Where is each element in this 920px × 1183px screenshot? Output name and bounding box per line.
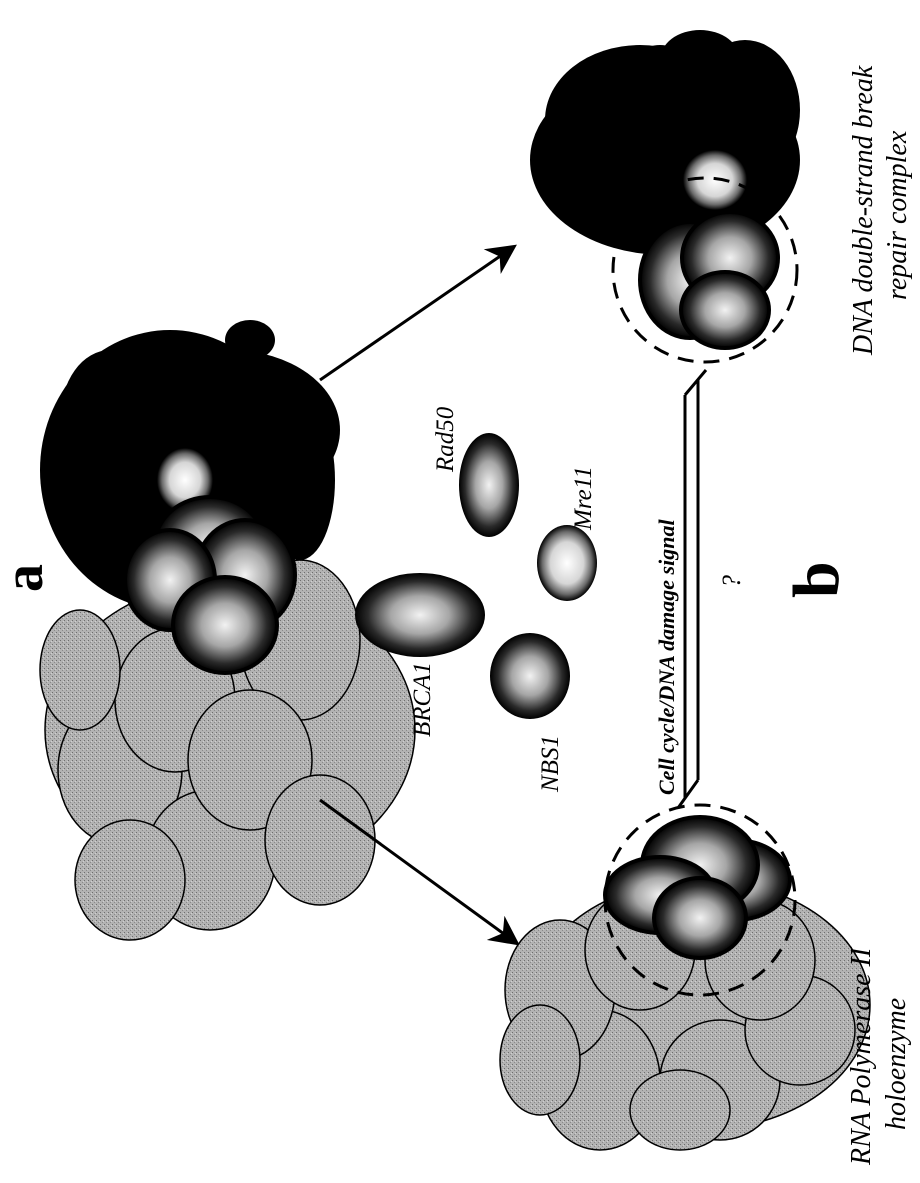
label-dsb-line2: repair complex — [882, 130, 913, 300]
repair-complex — [530, 30, 800, 362]
label-rna-pol-line1: RNA Polymerase II — [846, 946, 877, 1166]
label-rad50: Rad50 — [432, 406, 459, 473]
label-brca1: BRCA1 — [409, 662, 436, 737]
label-rna-pol-line2: holoenzyme — [881, 998, 912, 1130]
equilibrium-arrows — [678, 370, 706, 808]
label-question: ? — [717, 575, 746, 588]
nbs1-subunit — [490, 633, 570, 719]
rad50-subunit — [459, 433, 519, 537]
panel-label-b: b — [780, 561, 853, 598]
mre11-subunit — [537, 525, 597, 601]
arrow-to-repair-complex — [320, 248, 512, 380]
label-signal: Cell cycle/DNA damage signal — [654, 519, 679, 795]
label-nbs1: NBS1 — [537, 735, 564, 793]
brca1-subunit — [355, 573, 485, 657]
repair-bound-subunits — [640, 212, 778, 348]
holoenzyme-complex — [40, 320, 415, 940]
label-dsb-line1: DNA double-strand break — [848, 65, 879, 356]
label-mre11: Mre11 — [570, 466, 597, 531]
panel-label-a: a — [0, 564, 55, 592]
rna-pol-holoenzyme — [500, 805, 870, 1150]
